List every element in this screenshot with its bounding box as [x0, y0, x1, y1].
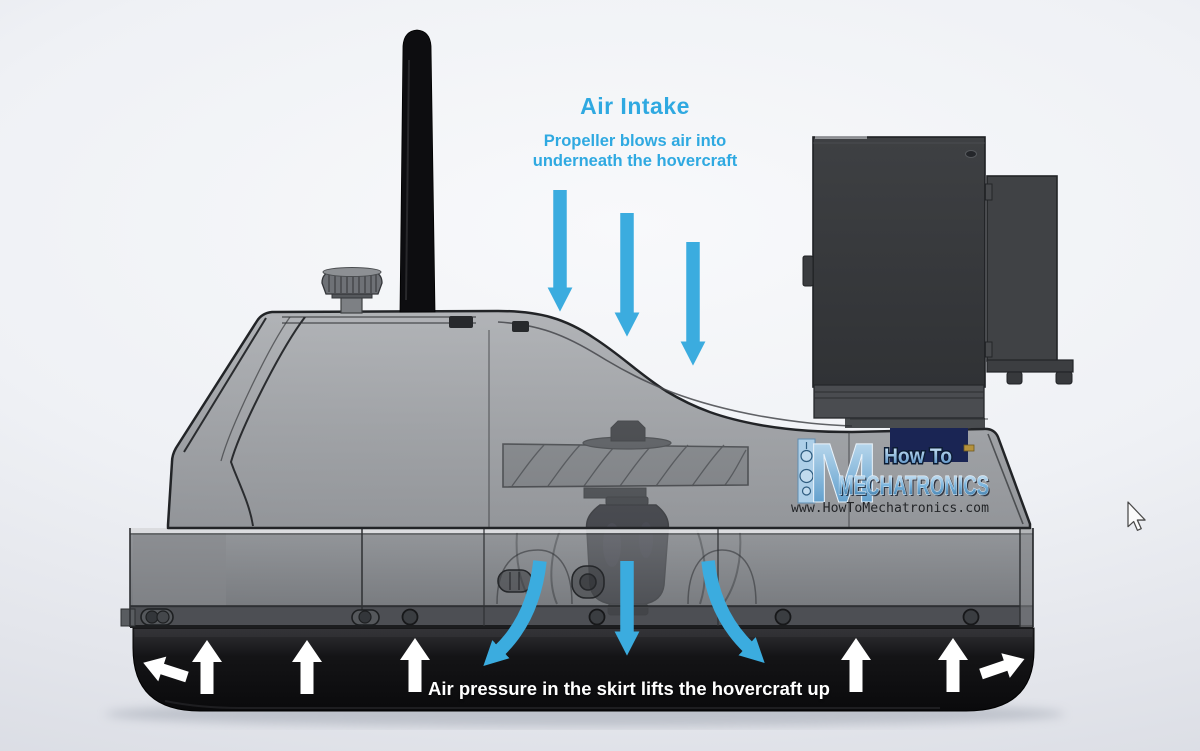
lift-arrow-4 — [841, 638, 871, 692]
canopy-top-clip-2 — [512, 321, 529, 332]
brand-logo: M How To MECHATRONICS MECHATRONICS www.H… — [791, 426, 991, 521]
cap-knob — [321, 267, 383, 314]
underhull-arrow-right — [701, 560, 765, 663]
hull-band-top-highlight — [130, 528, 1033, 533]
underhull-arrow-left — [483, 560, 547, 667]
hull-right-edge-strip — [1020, 528, 1033, 627]
box-side-tab — [802, 255, 814, 287]
lift-arrow-1 — [192, 640, 222, 694]
fan-duct-box — [812, 136, 986, 388]
thrust-fan-assembly — [802, 136, 1074, 428]
antenna — [399, 29, 436, 313]
hull-band — [120, 528, 1034, 628]
box-vent-hole — [965, 150, 977, 158]
lift-arrows — [143, 638, 1025, 694]
logo-m-letter: M — [808, 426, 878, 520]
hull-bottom-edge — [130, 625, 1033, 628]
logo-brand: MECHATRONICS — [838, 471, 989, 501]
airflow-arrows — [483, 190, 765, 667]
skirt-caption: Air pressure in the skirt lifts the hove… — [428, 678, 830, 699]
air-intake-subtitle-line1: Propeller blows air into — [543, 132, 727, 150]
side-escape-arrow-right — [979, 653, 1025, 680]
skirt-body — [132, 627, 1035, 712]
logo-navy-plate — [890, 428, 968, 462]
lift-arrow-5 — [938, 638, 968, 692]
hull-dark-strip — [130, 606, 1033, 627]
rear-bracket-bar — [986, 359, 1074, 373]
skirt — [132, 627, 1035, 712]
mouse-pointer-icon — [1127, 501, 1146, 531]
skirt-top-sheen — [135, 629, 1032, 637]
hull-slot-left-2 — [351, 609, 380, 626]
hull-left-tab — [120, 608, 136, 627]
hull-inner-slots — [497, 565, 605, 599]
canopy-top-clip-1 — [449, 316, 473, 328]
hull-band-left-panel — [133, 533, 226, 607]
skirt-bottom-sheen — [164, 700, 940, 709]
logo-gold-pin — [963, 444, 975, 452]
logo-brand-shadow: MECHATRONICS — [840, 472, 991, 502]
logo-m-mark: M — [797, 426, 878, 521]
logo-url: www.HowToMechatronics.com — [791, 501, 989, 516]
lift-arrow-3 — [400, 638, 430, 692]
rear-panel — [986, 175, 1058, 362]
box-bottom-band — [813, 384, 985, 419]
hull-rivet-holes — [401, 608, 980, 626]
logo-how-to: How To — [884, 445, 952, 468]
side-escape-arrow-left — [143, 656, 189, 683]
lift-arrow-2 — [292, 640, 322, 694]
hull-slot-left-1 — [140, 608, 174, 626]
air-intake-subtitle-line2: underneath the hovercraft — [532, 152, 738, 170]
air-intake-title: Air Intake — [580, 93, 690, 119]
